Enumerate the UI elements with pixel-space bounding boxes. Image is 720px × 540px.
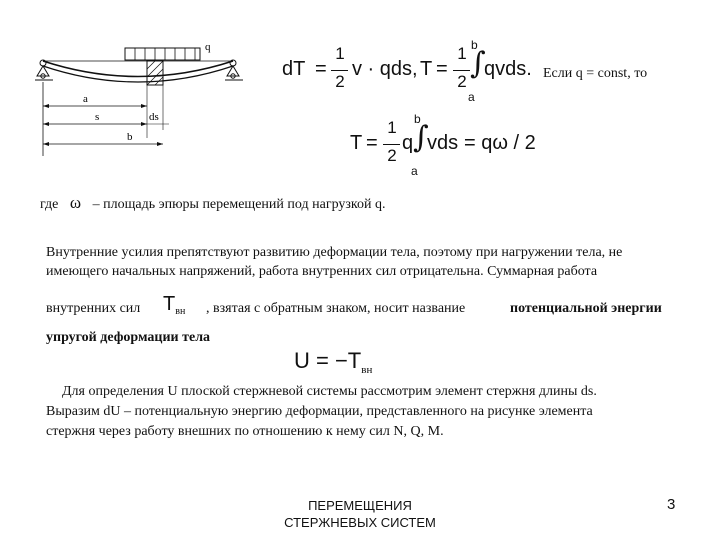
footer-line-1: ПЕРЕМЕЩЕНИЯ <box>308 498 412 513</box>
beam-deflection-diagram: q a s <box>35 41 243 156</box>
formula-T-lower-limit: a <box>468 90 475 104</box>
formula-Tc-den: 2 <box>387 146 397 165</box>
formula-dT-eq: = <box>315 58 327 80</box>
formula-T-eq: = <box>436 58 448 80</box>
formula-dT-fraction-bar <box>331 70 348 71</box>
formula-Tc-num: 1 <box>387 118 397 137</box>
integral-sign-icon: ∫ <box>470 46 486 81</box>
formula-dT-lhs: dT <box>282 58 306 80</box>
paragraph-1-line-1: Внутренние усилия препятствуют развитию … <box>46 245 623 260</box>
page-number: 3 <box>667 496 676 513</box>
paragraph-1-line-2: имеющего начальных напряжений, работа вн… <box>46 264 598 279</box>
dimension-label-a: a <box>83 93 88 105</box>
formula-dT-den: 2 <box>335 72 345 91</box>
formula-Tc-upper-limit: b <box>414 112 421 126</box>
bold-term-elastic-deformation: упругой деформации тела <box>46 330 211 345</box>
formula-Tc-q: q <box>402 132 414 154</box>
dimension-ds <box>147 85 169 130</box>
dimension-s <box>43 122 147 126</box>
formula-T-den: 2 <box>457 72 467 91</box>
T-subscript: вн <box>175 306 186 317</box>
hatched-element-ds <box>146 60 164 86</box>
where-rest: – площадь эпюры перемещений под нагрузко… <box>92 197 386 212</box>
paragraph-2-prefix: внутренних сил <box>46 301 141 316</box>
footer-line-2: СТЕРЖНЕВЫХ СИСТЕМ <box>284 515 436 530</box>
load-label-q: q <box>205 41 211 53</box>
beam <box>42 60 234 83</box>
formula-dT-num: 1 <box>335 44 345 63</box>
formula-dT-rest: v · qds, <box>352 58 418 80</box>
formula-T-upper-limit: b <box>471 38 478 52</box>
condition-text: Если q = const, то <box>543 66 648 81</box>
left-support <box>35 59 53 81</box>
omega-symbol: ω <box>69 193 82 212</box>
formula-T-integrand: qvds. <box>484 58 532 80</box>
integral-sign-icon: ∫ <box>413 120 429 155</box>
where-prefix: где <box>40 197 59 212</box>
formula-Tc-integrand: vds <box>427 132 459 154</box>
distributed-load <box>124 47 201 61</box>
T-inner-symbol: Tвн <box>163 293 185 317</box>
formula-Tc-lower-limit: a <box>411 164 418 178</box>
paragraph-3-line-2: Выразим dU – потенциальную энергию дефор… <box>46 404 593 419</box>
formula-T-integral: T = 1 2 ∫ b a qvds. <box>420 38 532 104</box>
paragraph-2-middle: , взятая с обратным знаком, носит назван… <box>206 301 466 316</box>
formula-Tc-rhs: = qω / 2 <box>464 132 536 154</box>
right-support <box>225 59 243 81</box>
formula-U: U = −Tвн <box>294 348 372 376</box>
T-symbol: T <box>163 293 176 315</box>
formula-Tc-eq: = <box>366 132 378 154</box>
formula-Tc-lhs: T <box>350 132 363 154</box>
formula-U-subscript: вн <box>361 364 373 376</box>
formula-U-main: U = −T <box>294 348 362 373</box>
dimension-label-b: b <box>127 131 133 143</box>
formula-Tc-fraction-bar <box>383 144 400 145</box>
formula-T-lhs: T <box>420 58 433 80</box>
formula-T-num: 1 <box>457 44 467 63</box>
dimension-b <box>43 142 163 146</box>
paragraph-3-line-1: Для определения U плоской стержневой сис… <box>62 384 597 399</box>
dimension-a <box>43 85 148 138</box>
formula-dT: dT = 1 2 v · qds, <box>282 44 418 100</box>
bold-term-potential-energy: потенциальной энергии <box>510 301 662 316</box>
where-line: где ω – площадь эпюры перемещений под на… <box>40 194 386 214</box>
paragraph-3-line-3: стержня через работу внешних по отношени… <box>46 424 444 439</box>
formula-T-const: T = 1 2 q ∫ b a vds = qω / 2 <box>350 112 550 180</box>
dimension-label-ds: ds <box>149 111 159 123</box>
footer-title: ПЕРЕМЕЩЕНИЯ СТЕРЖНЕВЫХ СИСТЕМ <box>260 497 460 531</box>
formula-T-fraction-bar <box>453 70 470 71</box>
dimension-label-s: s <box>95 111 99 123</box>
